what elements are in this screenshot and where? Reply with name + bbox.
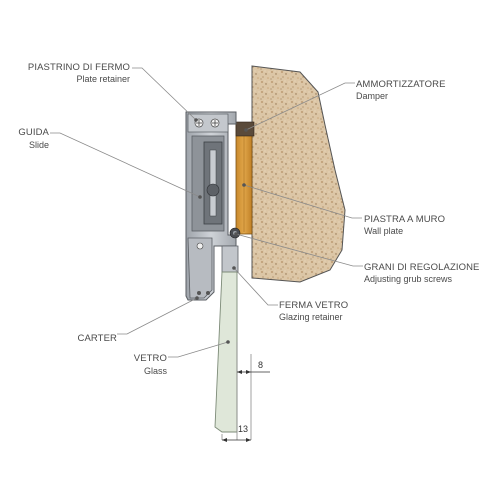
label-slide-en: Slide [29,140,49,150]
label-glazing-retainer-en: Glazing retainer [279,312,343,322]
label-glazing-retainer-it: FERMA VETRO [279,300,348,311]
label-damper-it: AMMORTIZZATORE [356,79,446,90]
leader-slide [50,132,201,198]
label-plate-retainer-en: Plate retainer [76,74,130,84]
label-grub-screws-en: Adjusting grub screws [364,274,453,284]
dim-glass-width-value: 13 [238,424,248,434]
leader-plate-retainer [132,67,197,121]
leader-glazing-retainer [233,267,278,306]
label-grub-screws-it: GRANI DI REGOLAZIONE [364,262,480,273]
label-glass-en: Glass [144,366,168,376]
plate-retainer [187,113,229,133]
label-plate-retainer-it: PIASTRINO DI FERMO [28,62,130,73]
label-wall-plate-it: PIASTRA A MURO [364,214,445,225]
leader-damper [245,82,355,131]
leader-wall-plate [243,184,362,219]
wall [251,65,346,283]
glass-panel [214,271,238,433]
label-damper-en: Damper [356,91,388,101]
label-carter-it: CARTER [78,333,118,344]
trolley-wheel [206,183,220,197]
glazing-retainer [221,245,239,277]
label-slide-it: GUIDA [18,127,49,138]
dim-gap-value: 8 [258,360,263,370]
label-glass-it: VETRO [134,353,167,364]
label-wall-plate-en: Wall plate [364,226,403,236]
leader-glass [168,341,229,358]
leader-grub-screws [235,233,363,267]
leader-carter [117,297,198,335]
